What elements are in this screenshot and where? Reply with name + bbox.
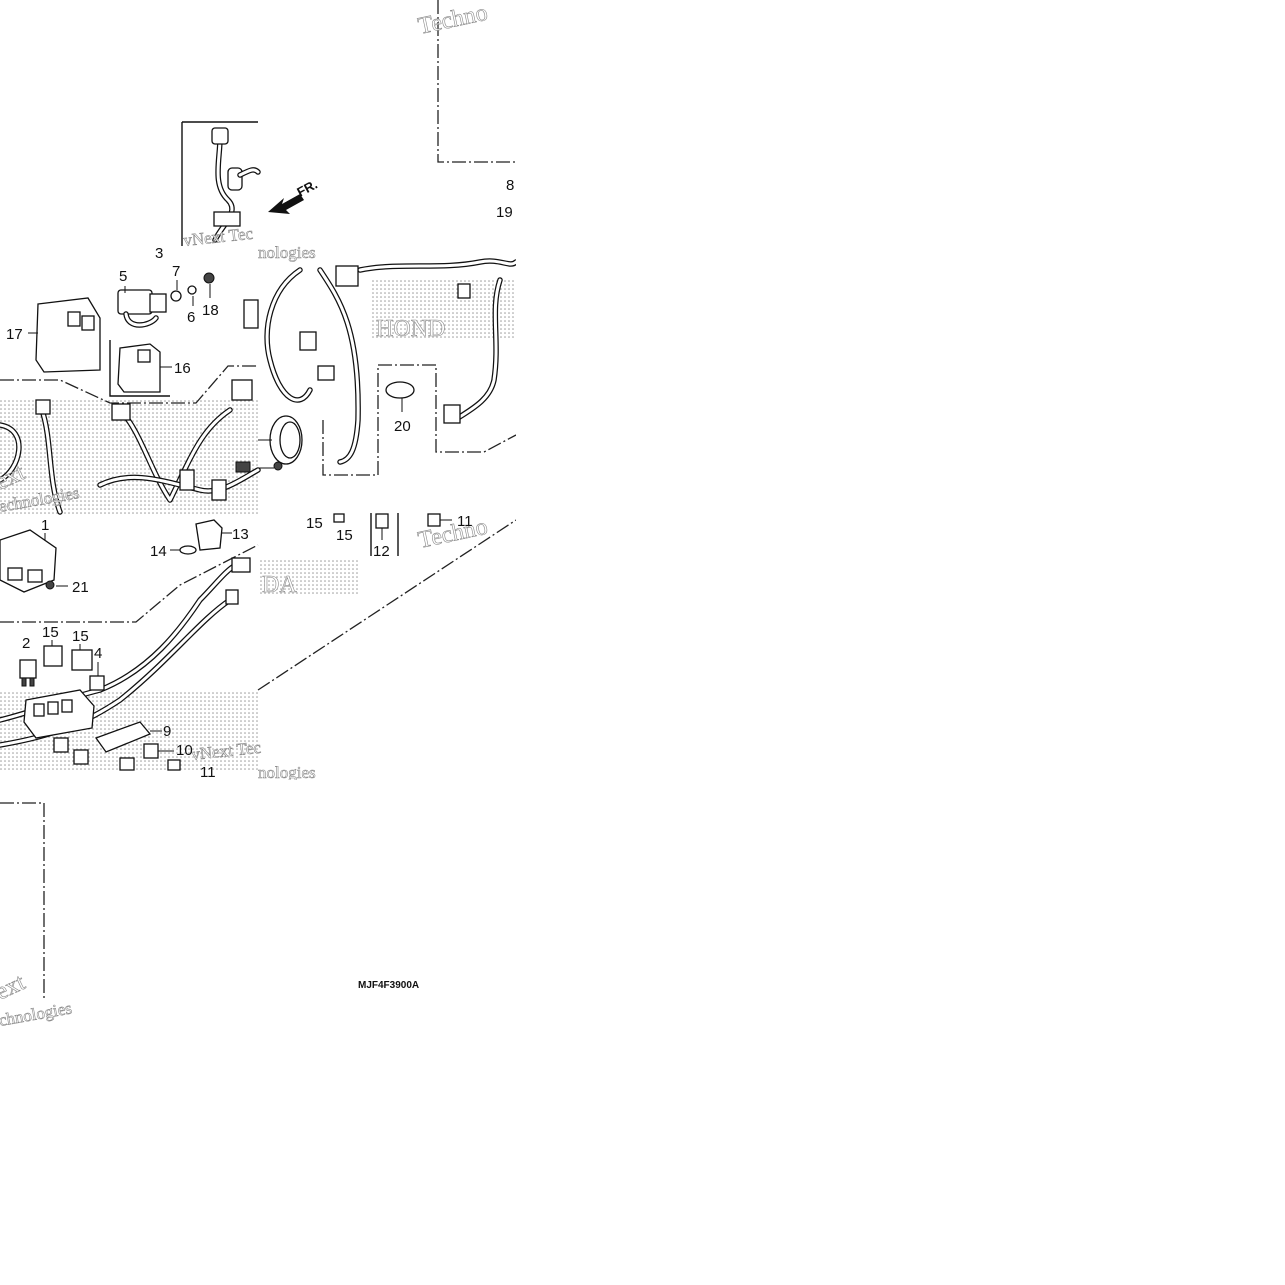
callout-3: 3: [155, 245, 163, 262]
fuse-4: [89, 662, 105, 691]
bracket-16: [109, 340, 170, 397]
callout-6: 6: [187, 309, 195, 326]
bolt-21: [45, 580, 68, 590]
main-harness-right: [243, 258, 519, 465]
callout-2: 2: [22, 635, 30, 652]
diagram-code: MJF4F3900A: [358, 980, 419, 991]
callout-20: 20: [394, 418, 411, 435]
horn-disc: [258, 415, 303, 471]
group-outline-diagonal: [257, 519, 517, 691]
watermark-text: HOND: [376, 316, 445, 342]
control-box-16: [117, 343, 172, 393]
callout-9: 9: [163, 723, 171, 740]
shaded-area-bottom: [258, 560, 358, 595]
watermark-text: nologies: [258, 763, 316, 782]
relay-small-lower: [53, 737, 181, 771]
fuse-15-right: [333, 513, 345, 523]
callout-19: 19: [496, 204, 513, 221]
grommet-14: [170, 545, 197, 555]
callout-15: 15: [72, 628, 89, 645]
ecu-unit: [28, 297, 101, 373]
tile-top-right: [258, 0, 516, 258]
callout-4: 4: [94, 645, 102, 662]
callout-7: 7: [172, 263, 180, 280]
callout-14: 14: [150, 543, 167, 560]
sensor-assembly: [211, 127, 261, 243]
cable-tie-20: [385, 381, 415, 412]
callout-11: 11: [200, 764, 216, 781]
callout-15: 15: [336, 527, 353, 544]
relay-15b: [71, 644, 93, 671]
callout-18: 18: [202, 302, 219, 319]
fuse-12: [375, 513, 389, 540]
callout-5: 5: [119, 268, 127, 285]
fuse-box: [23, 689, 95, 739]
callout-13: 13: [232, 526, 249, 543]
callout-12: 12: [373, 543, 390, 560]
watermark-text: vNext Tec: [182, 224, 254, 250]
watermark-text: nologies: [258, 243, 316, 262]
relay-13: [195, 519, 232, 551]
fuse-2: [19, 659, 37, 687]
callout-21: 21: [72, 579, 89, 596]
group-outline-bottom-left: [0, 802, 45, 1000]
callout-15: 15: [42, 624, 59, 641]
watermark-text: DA: [262, 572, 297, 598]
callout-8: 8: [506, 177, 514, 194]
fuse-11-right: [427, 513, 452, 527]
shaded-area-right: [370, 280, 516, 340]
callout-15: 15: [306, 515, 323, 532]
main-harness-left: [0, 379, 261, 515]
group-outline-ecu: [0, 365, 258, 404]
junction-box-1: [0, 529, 57, 593]
callout-11: 11: [457, 513, 473, 530]
group-outline-lower: [0, 544, 259, 623]
fuse-10: [143, 743, 174, 759]
watermark-text: Techno: [416, 514, 490, 554]
relay-15a: [43, 640, 63, 667]
tile-upper-left: [181, 121, 258, 246]
callout-17: 17: [6, 326, 23, 343]
relay-module: [117, 272, 215, 328]
fuse-holder-9: [94, 721, 162, 753]
watermark-text: chnologies: [0, 998, 73, 1030]
group-outline-right: [322, 364, 517, 476]
callout-10: 10: [176, 742, 193, 759]
callout-16: 16: [174, 360, 191, 377]
watermark-text: ext: [0, 969, 29, 1005]
callout-1: 1: [41, 517, 49, 534]
